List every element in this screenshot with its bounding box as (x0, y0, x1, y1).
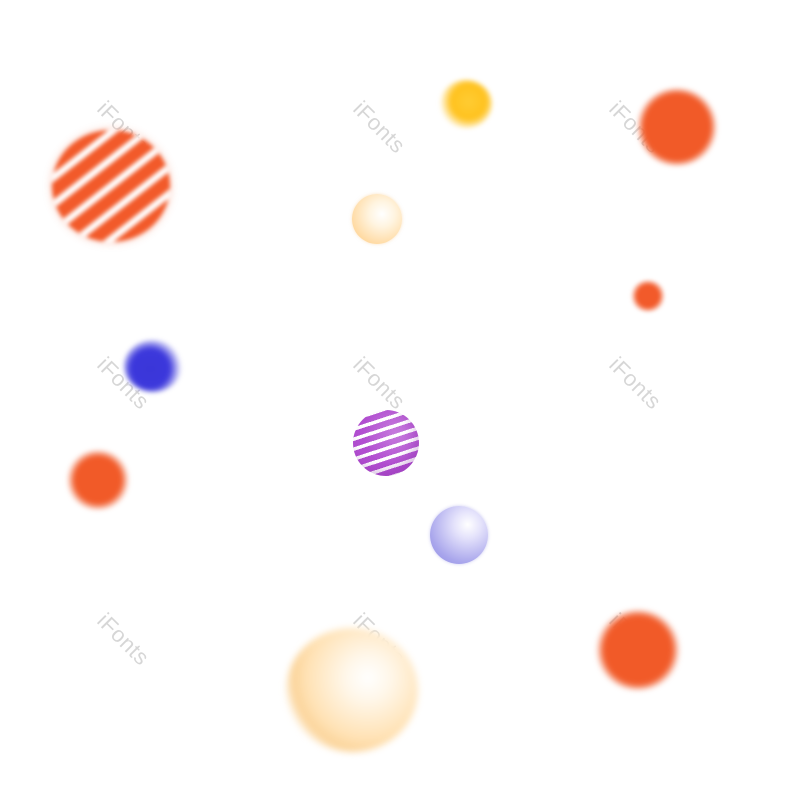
orange-ball (636, 88, 718, 166)
yellow-ball (440, 80, 492, 128)
purple-striped-ball (353, 410, 419, 476)
orange-ball (66, 450, 130, 510)
cream-pearl (352, 194, 402, 244)
watermark-text: iFonts (348, 352, 411, 415)
watermark-text: iFonts (92, 608, 155, 671)
cream-ball-large (286, 628, 418, 752)
blue-ball (124, 340, 182, 392)
orange-ball (596, 610, 680, 690)
watermark-text: iFonts (348, 96, 411, 159)
watermark-text: iFonts (604, 352, 667, 415)
orange-striped-ball (52, 130, 170, 242)
lavender-pearl (430, 506, 488, 564)
orange-ball-small (630, 280, 666, 312)
